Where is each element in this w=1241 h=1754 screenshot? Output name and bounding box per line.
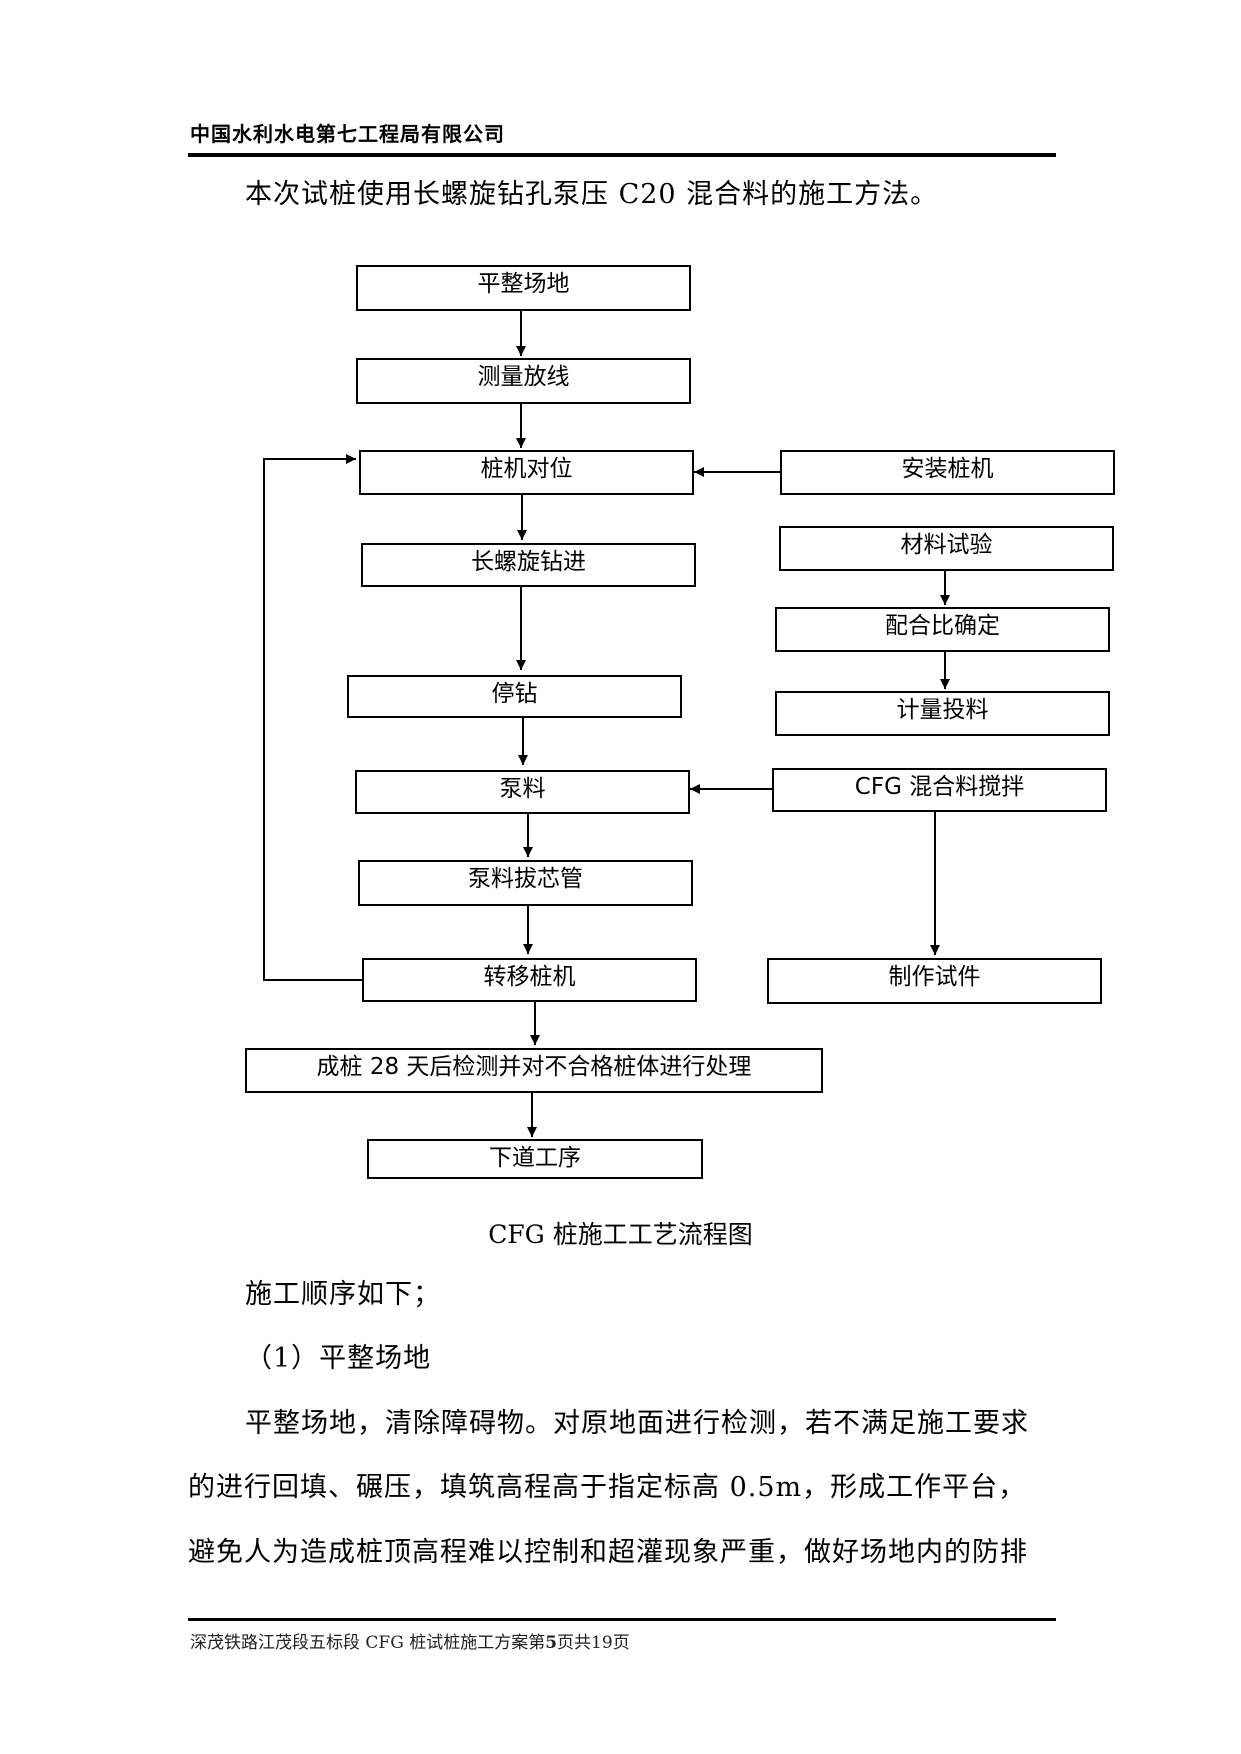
box-site-leveling: 平整场地: [356, 265, 691, 311]
box-rig-position: 桩机对位: [359, 450, 694, 495]
paragraph-line-2: 的进行回填、碾压，填筑高程高于指定标高 0.5m，形成工作平台，: [188, 1472, 1027, 1503]
flowchart-caption: CFG 桩施工工艺流程图: [488, 1220, 753, 1249]
page-footer: 深茂铁路江茂段五标段 CFG 桩试桩施工方案第5页共19页: [190, 1628, 630, 1653]
box-survey: 测量放线: [356, 358, 691, 404]
box-make-specimens: 制作试件: [767, 958, 1102, 1004]
paragraph-line-1: 平整场地，清除障碍物。对原地面进行检测，若不满足施工要求: [245, 1408, 1029, 1439]
box-next-step: 下道工序: [367, 1139, 703, 1179]
footer-page-current: 5: [545, 1633, 558, 1653]
box-material-test: 材料试验: [779, 526, 1114, 571]
box-mixing: CFG 混合料搅拌: [772, 768, 1107, 812]
box-drilling: 长螺旋钻进: [361, 543, 696, 587]
footer-suffix: 页: [612, 1633, 630, 1653]
box-move-rig: 转移桩机: [362, 958, 697, 1002]
paragraph-line-3: 避免人为造成桩顶高程难以控制和超灌现象严重，做好场地内的防排: [188, 1537, 1028, 1568]
footer-page-total: 19: [591, 1633, 613, 1653]
box-mix-ratio: 配合比确定: [775, 607, 1110, 652]
box-inspection: 成桩 28 天后检测并对不合格桩体进行处理: [245, 1048, 823, 1093]
section-title: （1）平整场地: [245, 1343, 432, 1374]
box-install-rig: 安装桩机: [780, 450, 1115, 495]
footer-divider: [188, 1618, 1056, 1621]
box-pump-pull: 泵料拔芯管: [358, 860, 693, 906]
footer-prefix: 深茂铁路江茂段五标段 CFG 桩试桩施工方案第: [190, 1633, 546, 1653]
footer-middle: 页共: [557, 1633, 592, 1653]
intro-text: 本次试桩使用长螺旋钻孔泵压 C20 混合料的施工方法。: [245, 179, 939, 210]
arrow-loop-back: [263, 454, 362, 981]
box-pumping: 泵料: [355, 770, 690, 814]
header-divider: [188, 153, 1056, 157]
box-stop-drill: 停钻: [347, 675, 682, 718]
company-header: 中国水利水电第七工程局有限公司: [190, 122, 505, 146]
box-metering: 计量投料: [775, 691, 1110, 736]
sequence-intro: 施工顺序如下；: [245, 1279, 441, 1310]
